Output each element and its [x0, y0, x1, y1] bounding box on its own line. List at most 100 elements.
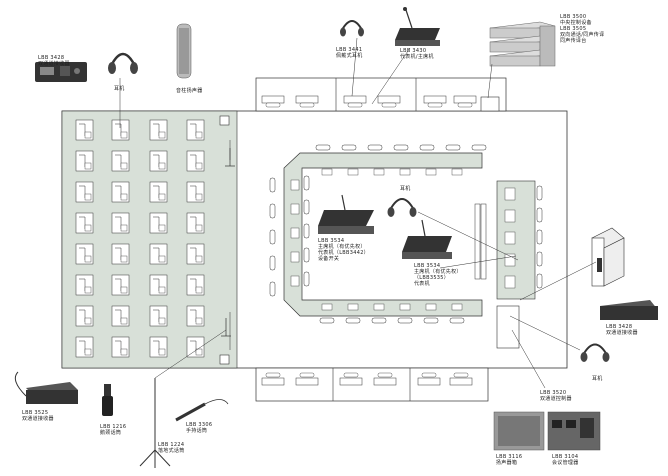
- audience-seat: [186, 274, 205, 296]
- audience-seat: [75, 212, 94, 234]
- conference-manager-icon: [547, 411, 601, 451]
- receiver-top-left-icon: [35, 62, 87, 82]
- mic-marks: [221, 148, 235, 337]
- audience-seat: [75, 305, 94, 327]
- chair: [423, 317, 439, 324]
- chair: [536, 229, 543, 245]
- booth-chair: [427, 102, 443, 108]
- label-lbb3520: LBB 3520 双通道控制器: [540, 390, 572, 402]
- presidium-table: [496, 180, 536, 300]
- central-equipment-stack-icon: [489, 21, 556, 67]
- table-seats: [269, 144, 487, 324]
- booth-desk: [417, 377, 441, 386]
- booth-desk: [449, 377, 473, 386]
- headphone-right-icon: [580, 343, 610, 362]
- chair: [445, 144, 461, 151]
- booth-chair: [421, 372, 437, 378]
- audience-seat: [111, 150, 130, 172]
- label-lbb3430: LBB 3430 代表机/主席机: [400, 48, 434, 60]
- label-central-equipment: LBB 3500 中央控制设备 LBB 3505 双向通话/同声传译 同声传译台: [560, 14, 605, 44]
- label-lbb3104: LBB 3104 会议管理器: [552, 454, 579, 466]
- table-unit: [290, 251, 300, 263]
- column-speaker-wall-2: [219, 354, 230, 365]
- audience-seat: [149, 212, 168, 234]
- audience-seat: [111, 274, 130, 296]
- delegate-unit-center-icon: [402, 219, 452, 259]
- audience-seat: [149, 243, 168, 265]
- audience-seat: [111, 336, 130, 358]
- chair: [303, 247, 310, 263]
- booth-chair: [381, 102, 397, 108]
- table-unit: [425, 168, 437, 176]
- chair: [397, 317, 413, 324]
- chair: [315, 144, 331, 151]
- booth-chair: [265, 102, 281, 108]
- column-speaker-icon: [176, 23, 192, 79]
- audience-seat: [186, 305, 205, 327]
- booth-chair: [265, 372, 281, 378]
- label-headphone-top-left: 耳机: [114, 86, 125, 92]
- label-lbb1224: LBB 1224 落地式话筒: [158, 442, 185, 454]
- central-equipment-rack: [480, 96, 500, 112]
- table-unit: [373, 303, 385, 311]
- audience-seat: [186, 212, 205, 234]
- chair: [536, 273, 543, 289]
- chair: [269, 281, 276, 297]
- receiver-right-icon: [600, 300, 658, 320]
- presidium-unit: [504, 231, 516, 245]
- audience-seat: [149, 305, 168, 327]
- audience-seat: [111, 119, 130, 141]
- table-unit: [290, 179, 300, 191]
- audience-seat: [186, 119, 205, 141]
- booth-chair: [347, 102, 363, 108]
- audience-seat: [149, 336, 168, 358]
- chair: [449, 317, 465, 324]
- chair: [269, 229, 276, 245]
- label-lbb3525: LBB 3525 双通道接收器: [22, 410, 54, 422]
- booth-chair: [343, 372, 359, 378]
- handheld-mic-icon: [175, 399, 229, 422]
- table-unit: [399, 303, 411, 311]
- chairman-unit-icon: [318, 194, 374, 234]
- audience-seat: [75, 150, 94, 172]
- chair: [367, 144, 383, 151]
- headphone-center-icon: [387, 198, 417, 217]
- label-lbb1216: LBB 1216 鹅颈话筒: [100, 424, 127, 436]
- label-lbb3116: LBB 3116 扬声器箱: [496, 454, 523, 466]
- table-unit: [399, 168, 411, 176]
- label-column-speaker: 音柱扬声器: [176, 88, 203, 94]
- control-desk: [496, 305, 520, 349]
- chair: [319, 317, 335, 324]
- booth-desk: [295, 95, 319, 104]
- audience-seats: [75, 119, 205, 358]
- chair: [536, 251, 543, 267]
- booth-chair: [377, 372, 393, 378]
- booth-desk: [339, 377, 363, 386]
- booth-chair: [299, 372, 315, 378]
- label-headphone-center: 耳机: [400, 186, 411, 192]
- table-unit: [321, 303, 333, 311]
- chair: [536, 207, 543, 223]
- audience-seat: [186, 150, 205, 172]
- label-lbb3441: LBB 3441 佩戴式耳机: [336, 47, 363, 59]
- presidium-unit: [504, 253, 516, 267]
- booth-desk: [343, 95, 367, 104]
- chair: [303, 223, 310, 239]
- interpreter-desk-right-icon: [591, 227, 625, 287]
- chair: [303, 199, 310, 215]
- presidium-unit: [504, 209, 516, 223]
- booth-desk: [295, 377, 319, 386]
- chair: [303, 271, 310, 287]
- chair: [269, 203, 276, 219]
- label-chairman-unit: LBB 3534 主席机（有优先权） 代表机（LBB3442） 设备开关: [318, 238, 369, 262]
- audience-seat: [149, 150, 168, 172]
- booth-desk: [377, 95, 401, 104]
- label-delegate-unit: LBB 3534 主席机（有优先权） （LBB3535） 代表机: [414, 263, 462, 287]
- table-unit: [373, 168, 385, 176]
- audience-seat: [111, 181, 130, 203]
- label-interpreter-receiver: LBB 3428 双通道接收器: [606, 324, 638, 336]
- stage-rail-2: [480, 203, 487, 280]
- presidium-seats: [504, 185, 543, 289]
- connector-lines: [119, 37, 597, 389]
- booth-desk: [261, 377, 285, 386]
